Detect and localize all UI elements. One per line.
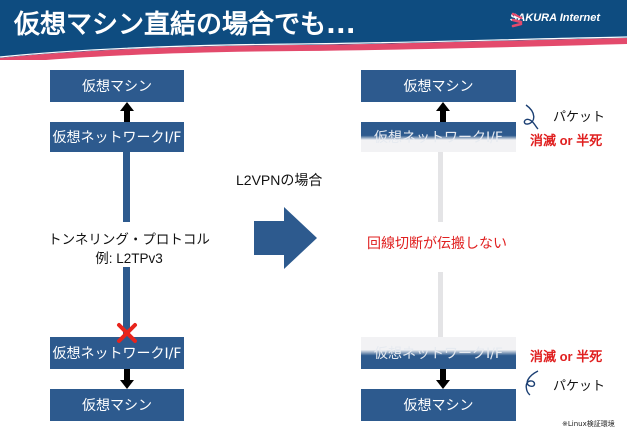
right-faded-line-lower <box>438 272 443 337</box>
left-vm-bottom-box: 仮想マシン <box>50 389 184 421</box>
right-arrow-up-icon <box>436 102 450 122</box>
left-tunnel-line-lower <box>123 267 130 337</box>
left-tunnel-line-upper <box>123 152 130 222</box>
sakura-logo-icon <box>511 12 523 28</box>
tunnel-protocol-label: トンネリング・プロトコル <box>48 232 210 247</box>
right-big-arrow-icon <box>254 207 317 269</box>
slide-title: 仮想マシン直結の場合でも... <box>14 10 356 40</box>
footnote: ※Linux検証環境 <box>562 420 615 428</box>
right-arrow-down-icon <box>436 369 450 389</box>
packet-label-top: パケット <box>553 109 606 124</box>
left-vnic-top-box: 仮想ネットワークI/F <box>50 122 184 152</box>
left-vm-top-box: 仮想マシン <box>50 70 184 102</box>
right-vnic-bottom-box-fading: 仮想ネットワークI/F <box>361 337 516 369</box>
packet-loss-swirl-icon-bottom <box>525 370 539 396</box>
left-arrow-up-icon <box>120 102 134 122</box>
right-faded-line-upper <box>438 152 443 222</box>
l2vpn-label: L2VPNの場合 <box>236 172 323 188</box>
slide-header: 仮想マシン直結の場合でも... SAKURA Internet <box>0 0 627 60</box>
logo-text: SAKURA Internet <box>510 12 601 24</box>
left-arrow-down-icon <box>120 369 134 389</box>
packet-label-bottom: パケット <box>553 378 606 393</box>
header-band <box>0 0 627 60</box>
no-propagation-message: 回線切断が伝搬しない <box>367 235 507 251</box>
right-vm-bottom-box: 仮想マシン <box>361 389 516 421</box>
left-vnic-bottom-box: 仮想ネットワークI/F <box>50 337 184 369</box>
right-vm-top-box: 仮想マシン <box>361 70 516 102</box>
loss-label-top: 消滅 or 半死 <box>530 133 603 148</box>
packet-loss-swirl-icon <box>523 104 539 130</box>
tunnel-protocol-example: 例: L2TPv3 <box>95 251 163 266</box>
company-logo: SAKURA Internet <box>510 12 601 28</box>
right-vnic-top-box-fading: 仮想ネットワークI/F <box>361 122 516 152</box>
loss-label-bottom: 消滅 or 半死 <box>530 349 603 364</box>
disconnect-x-icon <box>117 323 137 343</box>
